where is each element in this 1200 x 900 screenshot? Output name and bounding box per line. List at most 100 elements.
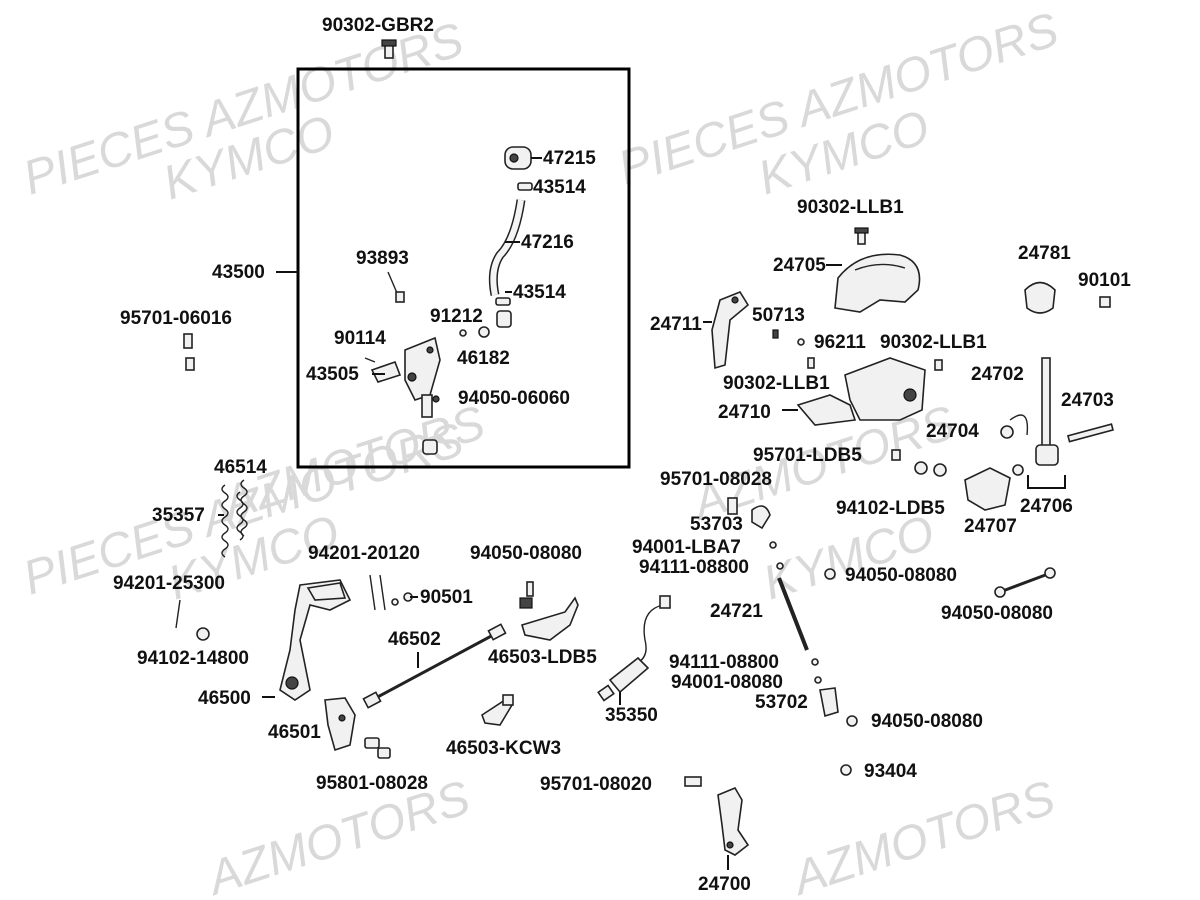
part-label-24781: 24781: [1018, 243, 1071, 264]
part-label-94050-08080: 94050-08080: [470, 543, 582, 564]
part-label-90302-gbr2: 90302-GBR2: [322, 15, 434, 36]
part-label-24711: 24711: [650, 314, 702, 335]
part-94102-ldb5-washer: [914, 461, 947, 477]
part-43505-master-cylinder: [364, 336, 441, 401]
part-94201-25300-pin: [175, 599, 181, 629]
part-label-47215: 47215: [543, 148, 596, 169]
part-label-93404: 93404: [864, 761, 917, 782]
part-label-95701-06016: 95701-06016: [120, 308, 232, 329]
part-91212: [459, 329, 467, 337]
part-94102-14800-washer: [196, 627, 210, 641]
part-35350-switch: [597, 595, 671, 702]
part-94001-lba7: [769, 541, 777, 549]
part-label-90302-llb1: 90302-LLB1: [880, 332, 987, 353]
part-94201-20120-clip: [369, 574, 386, 611]
part-53702-clamp: [819, 687, 839, 718]
part-46500-brake-pedal: [279, 579, 352, 701]
part-24710-bracket: [796, 357, 926, 426]
part-label-46503-ldb5: 46503-LDB5: [488, 647, 597, 668]
part-label-24700: 24700: [698, 874, 751, 895]
part-label-46501: 46501: [268, 722, 321, 743]
part-label-94050-08080: 94050-08080: [871, 711, 983, 732]
part-46503-kcw3-bracket: [481, 694, 514, 726]
part-90302-llb1-mid: [934, 359, 943, 371]
part-90302-llb1-low: [807, 357, 815, 369]
part-label-35350: 35350: [605, 705, 658, 726]
part-label-96211: 96211: [814, 332, 866, 353]
part-47215: [504, 146, 532, 170]
part-label-95701-08020: 95701-08020: [540, 774, 652, 795]
part-label-46500: 46500: [198, 688, 251, 709]
part-label-94111-08800: 94111-08800: [669, 652, 779, 673]
part-label-95701-08028: 95701-08028: [660, 469, 772, 490]
part-35357-spring: [221, 484, 244, 558]
part-label-93893: 93893: [356, 248, 409, 269]
part-label-90501: 90501: [420, 587, 473, 608]
part-46514-spring: [240, 479, 248, 537]
part-24703-rod: [1066, 423, 1114, 443]
part-24705-cover: [834, 253, 921, 313]
part-label-94050-08080: 94050-08080: [845, 565, 957, 586]
part-label-47216: 47216: [521, 232, 574, 253]
part-90101: [1099, 296, 1111, 308]
part-label-53703: 53703: [690, 514, 743, 535]
part-94001-08080: [814, 676, 822, 684]
part-label-90114: 90114: [334, 328, 386, 349]
part-53703-clamp: [751, 505, 771, 530]
part-label-90302-llb1: 90302-LLB1: [723, 373, 830, 394]
part-label-24703: 24703: [1061, 390, 1114, 411]
part-94050-08080-bolt-a: [519, 581, 534, 609]
part-label-46514: 46514: [214, 457, 267, 478]
part-label-24706: 24706: [1020, 496, 1073, 517]
leader-bracket: [1027, 475, 1066, 489]
part-24702-shaft: [1035, 357, 1059, 466]
part-94050-08080-nut-d: [846, 715, 858, 727]
part-label-91212: 91212: [430, 306, 483, 327]
part-94050-06060: [421, 394, 440, 418]
part-24721-rod: [777, 577, 809, 651]
part-93893: [387, 271, 405, 303]
part-label-94102-ldb5: 94102-LDB5: [836, 498, 945, 519]
part-94050-08080-nut-b: [824, 568, 836, 580]
part-label-24710: 24710: [718, 402, 771, 423]
subassembly-box-43500: [296, 67, 631, 469]
part-43514-upper: [517, 182, 533, 191]
part-95701-06016: [183, 333, 195, 371]
part-label-43505: 43505: [306, 364, 359, 385]
part-50713: [772, 329, 779, 339]
part-24707-bracket: [964, 467, 1011, 511]
part-96211: [797, 338, 805, 346]
part-label-94001-lba7: 94001-LBA7: [632, 537, 741, 558]
part-label-35357: 35357: [152, 505, 205, 526]
part-label-53702: 53702: [755, 692, 808, 713]
part-label-24721: 24721: [710, 601, 763, 622]
part-46503-ldb5-bracket: [521, 596, 579, 641]
part-label-43514: 43514: [513, 282, 566, 303]
part-label-94102-14800: 94102-14800: [137, 648, 249, 669]
part-46501-lever: [324, 697, 356, 752]
part-label-46503-kcw3: 46503-KCW3: [446, 738, 561, 759]
part-label-94201-25300: 94201-25300: [113, 573, 225, 594]
part-label-43500: 43500: [212, 262, 265, 283]
part-number-labels: 90302-GBR2 47215 43514 47216 43500 93893…: [113, 15, 1131, 895]
part-94111-08800-a: [776, 562, 784, 570]
part-label-95701-ldb5: 95701-LDB5: [753, 445, 862, 466]
part-label-24704: 24704: [926, 421, 979, 442]
part-label-50713: 50713: [752, 305, 805, 326]
part-24781-knob: [1024, 281, 1056, 314]
part-24704-spring: [1000, 414, 1029, 439]
part-90501: [391, 592, 413, 606]
part-95801-08028: [364, 737, 391, 759]
part-90302-llb1-top: [854, 227, 869, 245]
part-43514-lower: [495, 297, 511, 306]
part-label-24705: 24705: [773, 255, 826, 276]
part-90302-gbr2: [381, 39, 397, 59]
part-boot: [422, 439, 438, 455]
part-95701-08020: [684, 776, 702, 787]
part-95701-08028: [727, 497, 738, 515]
part-24711-arm: [711, 291, 750, 370]
part-label-46182: 46182: [457, 348, 510, 369]
part-label-95801-08028: 95801-08028: [316, 773, 428, 794]
